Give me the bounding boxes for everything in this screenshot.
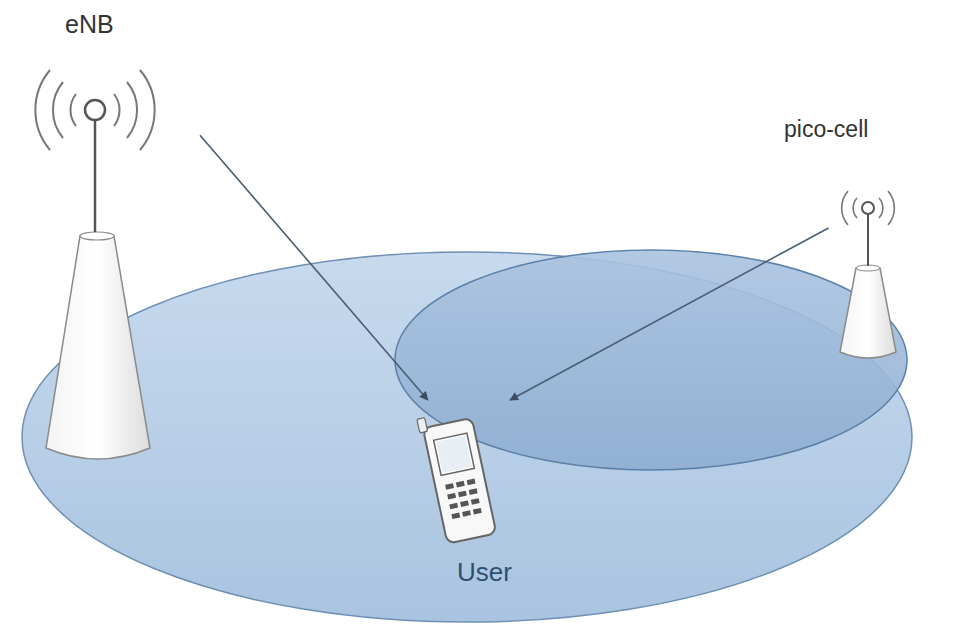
user-phone <box>417 408 496 544</box>
pico-cell-node: pico-cell <box>770 95 920 228</box>
enb-tower <box>35 70 154 459</box>
user-label: User <box>457 558 512 587</box>
station-label: eNB <box>65 11 114 39</box>
station-label: pico-cell <box>784 117 868 142</box>
signal-arrow <box>510 228 829 400</box>
pico-tower <box>840 191 896 358</box>
signal-arrow <box>200 135 428 400</box>
user-node: User <box>405 400 525 600</box>
base-station-node: eNB <box>15 5 200 160</box>
